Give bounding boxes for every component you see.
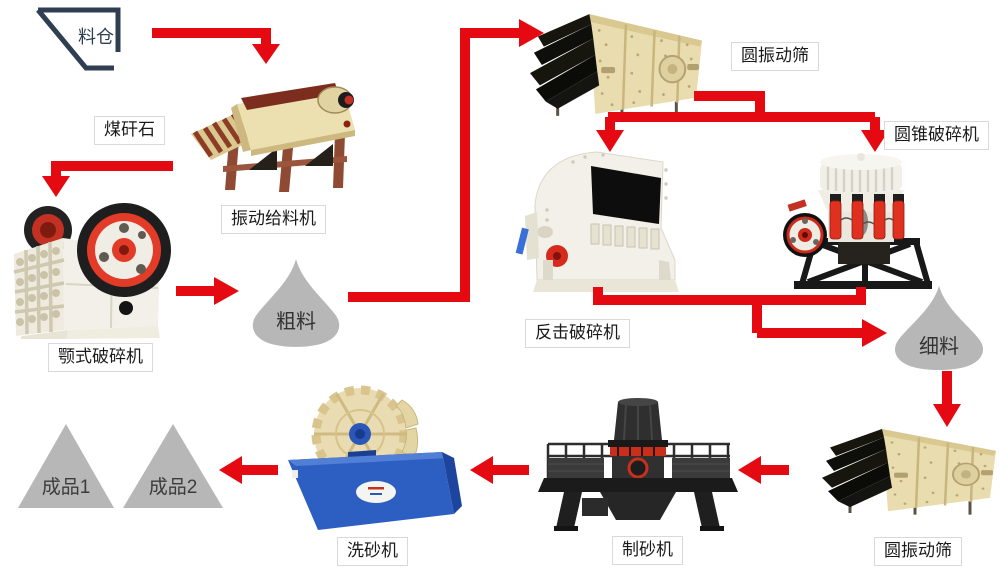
- hopper-node: 料仓: [34, 6, 122, 74]
- arrow-hopper-to-feeder: [152, 28, 280, 64]
- sand-washer-label: 洗砂机: [337, 537, 408, 566]
- arrow-jaw-crusher-to-coarse-pile: [176, 277, 239, 305]
- cone-crusher-label: 圆锥破碎机: [884, 121, 989, 150]
- raw-material-label: 煤矸石: [94, 116, 165, 145]
- product-2-triangle: 成品2: [123, 424, 223, 508]
- coarse-material-pile: 粗料: [243, 257, 349, 349]
- product-2-label: 成品2: [148, 477, 198, 498]
- jaw-crusher-image: [8, 200, 178, 340]
- arrow-bottom-screen-to-sand-maker: [738, 456, 789, 484]
- impact-crusher-label: 反击破碎机: [525, 319, 630, 348]
- product-1-label: 成品1: [41, 477, 91, 498]
- coarse-pile-label: 粗料: [276, 310, 316, 333]
- product-1-triangle: 成品1: [18, 424, 114, 508]
- impact-crusher-image: [513, 140, 691, 300]
- sand-maker-label: 制砂机: [612, 536, 683, 565]
- fine-material-pile: 细料: [885, 284, 993, 372]
- arrow-sand-maker-to-sand-washer: [470, 456, 529, 484]
- vibrating-screen-bottom-label: 圆振动筛: [874, 537, 962, 566]
- sand-washer-image: [276, 382, 462, 532]
- hopper-label: 料仓: [78, 27, 114, 47]
- sand-maker-image: [538, 398, 738, 532]
- vibrating-feeder-label: 振动给料机: [221, 205, 326, 234]
- vibrating-screen-top-label: 圆振动筛: [731, 42, 819, 71]
- cone-crusher-image: [780, 150, 936, 293]
- arrow-fine-pile-to-bottom-screen: [933, 371, 961, 427]
- vibrating-screen-top-image: [528, 8, 706, 122]
- vibrating-feeder-image: [185, 78, 363, 196]
- arrow-sand-washer-to-product: [219, 456, 278, 484]
- hopper-icon: [36, 7, 121, 71]
- vibrating-screen-bottom-image: [820, 424, 1000, 518]
- arrow-feeder-to-jaw-crusher: [42, 161, 173, 197]
- fine-pile-label: 细料: [919, 335, 959, 358]
- jaw-crusher-label: 颚式破碎机: [48, 343, 153, 372]
